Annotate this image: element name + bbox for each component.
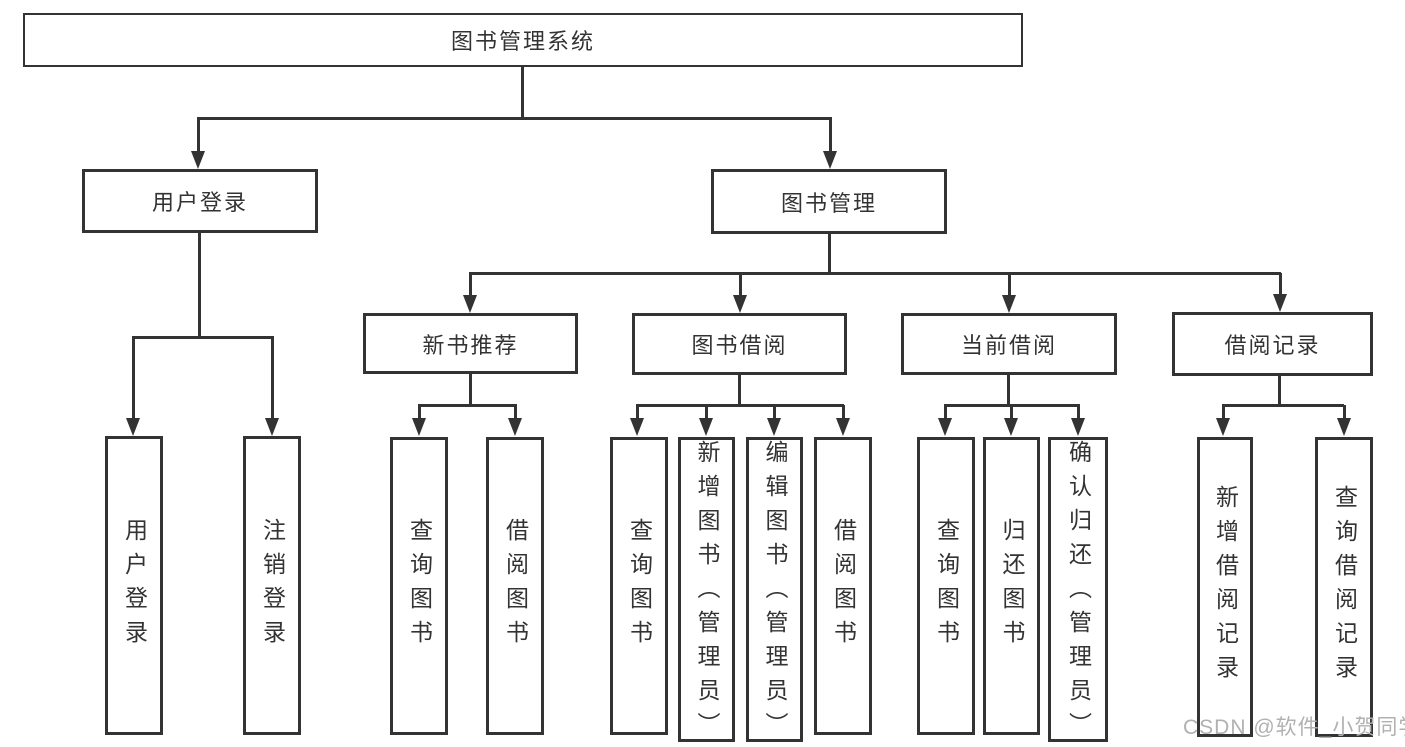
leaf-borrow-books-recommend: 借阅图书: [486, 437, 544, 735]
node-label: 查询借阅记录: [1331, 485, 1358, 689]
connector-arrow-down: [126, 337, 140, 436]
connector-arrow-down: [823, 118, 837, 169]
node-current-borrowing: 当前借阅: [901, 313, 1117, 375]
connector-arrow-down: [938, 405, 952, 436]
connector-line: [828, 234, 831, 274]
connector-arrow-down: [767, 405, 781, 436]
node-label: 查询图书: [406, 518, 433, 654]
leaf-user-login: 用户登录: [105, 436, 163, 735]
connector-arrow-down: [1273, 273, 1287, 312]
leaf-edit-books-admin: 编辑图书（管理员）: [746, 437, 803, 746]
connector-arrow-down: [1216, 405, 1230, 436]
node-label: 图书管理系统: [450, 29, 595, 54]
leaf-add-borrow-record: 新增借阅记录: [1197, 437, 1253, 737]
csdn-watermark: CSDN @软件_小贺同学: [1183, 716, 1405, 739]
leaf-add-books-admin: 新增图书（管理员）: [678, 437, 735, 746]
leaf-confirm-return-admin: 确认归还（管理员）: [1048, 437, 1108, 746]
node-label: 图书管理: [780, 190, 877, 216]
connector-line: [1007, 375, 1010, 407]
connector-arrow-down: [1002, 273, 1016, 313]
node-label: 查询图书: [626, 518, 653, 654]
connector-arrow-down: [412, 405, 426, 436]
connector-arrow-down: [699, 405, 713, 436]
node-user-login: 用户登录: [82, 169, 318, 233]
node-label: 借阅图书: [502, 518, 529, 654]
node-label: 新增借阅记录: [1212, 485, 1239, 689]
node-label: 归还图书: [999, 518, 1025, 654]
connector-arrow-down: [191, 118, 205, 169]
node-label: 用户登录: [121, 517, 148, 654]
connector-line: [738, 375, 741, 407]
node-label: 编辑图书（管理员）: [762, 440, 788, 746]
leaf-query-books-current: 查询图书: [917, 437, 975, 735]
connector-arrow-down: [265, 337, 279, 436]
connector-arrow-down: [733, 273, 747, 313]
connector-line: [418, 404, 517, 407]
node-label: 借阅记录: [1224, 333, 1321, 358]
node-new-book-recommend: 新书推荐: [363, 313, 578, 374]
connector-arrow-down: [836, 405, 850, 436]
connector-line: [1278, 376, 1281, 407]
connector-arrow-down: [463, 273, 477, 313]
leaf-logout: 注销登录: [243, 436, 301, 735]
node-book-borrowing: 图书借阅: [632, 313, 847, 375]
node-label: 用户登录: [151, 190, 248, 215]
node-label: 新书推荐: [422, 332, 519, 358]
node-label: 注销登录: [259, 517, 286, 654]
node-label: 图书借阅: [691, 333, 788, 358]
node-label: 查询图书: [933, 518, 960, 654]
connector-line: [469, 374, 472, 407]
connector-line: [1222, 404, 1344, 407]
connector-line: [521, 66, 524, 119]
connector-line: [636, 404, 844, 407]
node-book-management: 图书管理: [711, 169, 947, 234]
connector-arrow-down: [1071, 405, 1085, 436]
node-label: 当前借阅: [960, 333, 1057, 358]
leaf-query-books-recommend: 查询图书: [390, 437, 448, 735]
node-library-management-system: 图书管理系统: [23, 13, 1023, 67]
connector-line: [469, 272, 1281, 275]
connector-arrow-down: [508, 405, 522, 436]
connector-line: [198, 233, 201, 338]
leaf-borrow-books: 借阅图书: [814, 437, 872, 735]
connector-arrow-down: [1337, 405, 1351, 436]
node-label: 新增图书（管理员）: [694, 440, 720, 746]
connector-line: [132, 336, 274, 339]
node-label: 借阅图书: [830, 518, 857, 654]
connector-arrow-down: [630, 405, 644, 436]
leaf-query-books-borrowing: 查询图书: [610, 437, 668, 735]
node-borrowing-records: 借阅记录: [1172, 312, 1373, 376]
connector-line: [197, 117, 832, 120]
leaf-query-borrow-record: 查询借阅记录: [1315, 437, 1373, 737]
leaf-return-books: 归还图书: [983, 437, 1040, 735]
connector-arrow-down: [1004, 405, 1018, 436]
node-label: 确认归还（管理员）: [1065, 440, 1092, 746]
